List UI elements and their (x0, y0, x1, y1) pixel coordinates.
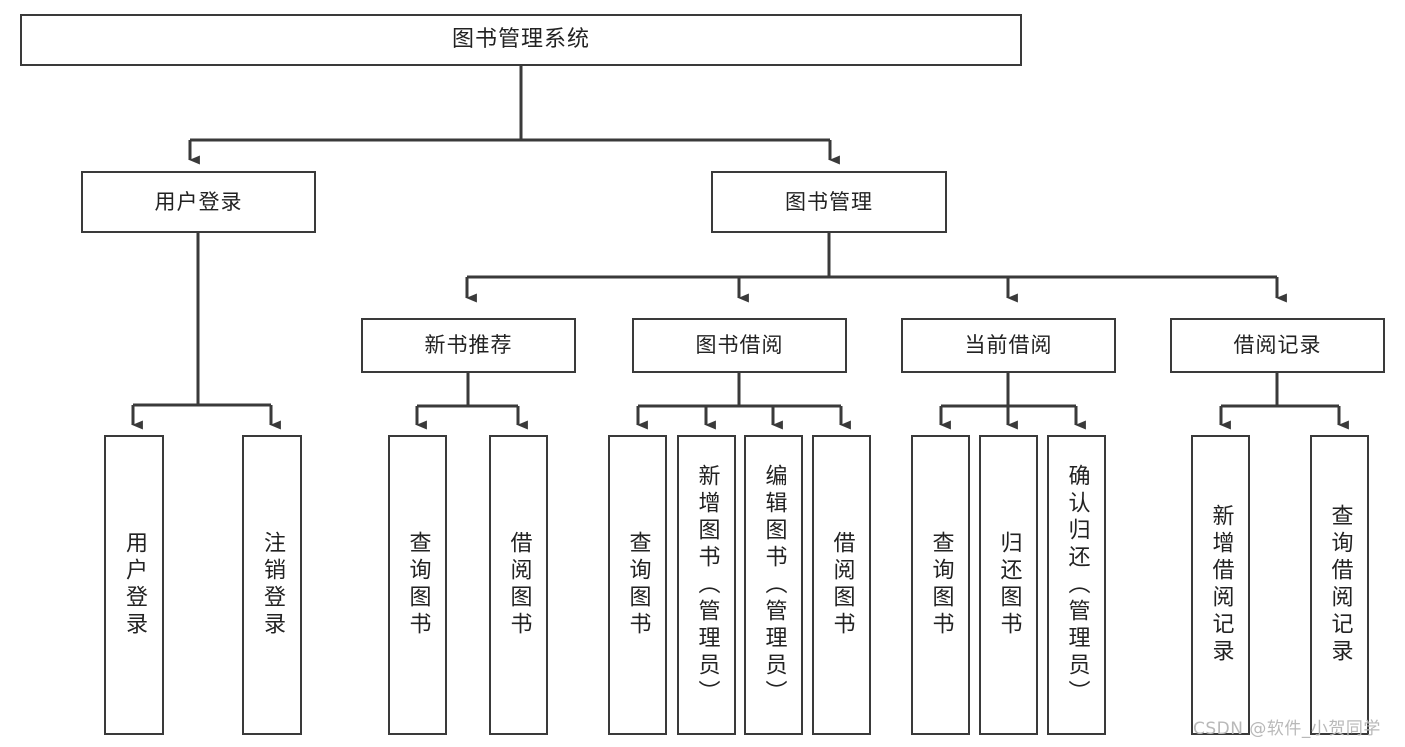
leaf-query-book-borrow[interactable]: 查询图书 (608, 435, 667, 735)
node-label: 借阅图书 (506, 531, 532, 639)
leaf-borrow-book[interactable]: 借阅图书 (812, 435, 871, 735)
node-label: 用户登录 (154, 189, 243, 214)
node-label: 新增图书（管理员） (694, 463, 720, 707)
leaf-query-book-current[interactable]: 查询图书 (911, 435, 970, 735)
node-borrow-record[interactable]: 借阅记录 (1170, 318, 1385, 373)
leaf-user-login[interactable]: 用户登录 (104, 435, 164, 735)
node-current-borrow[interactable]: 当前借阅 (901, 318, 1116, 373)
node-label: 确认归还（管理员） (1064, 463, 1090, 707)
node-label: 借阅记录 (1233, 333, 1322, 358)
node-label: 查询图书 (405, 531, 431, 639)
node-label: 新书推荐 (424, 333, 513, 358)
leaf-user-logout[interactable]: 注销登录 (242, 435, 302, 735)
leaf-borrow-book-recommend[interactable]: 借阅图书 (489, 435, 548, 735)
node-label: 图书管理 (785, 189, 873, 214)
node-user-login[interactable]: 用户登录 (81, 171, 316, 233)
node-label: 编辑图书（管理员） (761, 463, 787, 707)
node-label: 查询图书 (625, 531, 651, 639)
leaf-edit-book[interactable]: 编辑图书（管理员） (744, 435, 803, 735)
node-book-manage[interactable]: 图书管理 (711, 171, 947, 233)
node-label: 查询借阅记录 (1327, 504, 1353, 666)
node-label: 借阅图书 (829, 531, 855, 639)
leaf-query-borrow-record[interactable]: 查询借阅记录 (1310, 435, 1369, 735)
node-book-borrow[interactable]: 图书借阅 (632, 318, 847, 373)
node-label: 新增借阅记录 (1208, 504, 1234, 666)
leaf-confirm-return[interactable]: 确认归还（管理员） (1047, 435, 1106, 735)
node-new-book-recommend[interactable]: 新书推荐 (361, 318, 576, 373)
watermark-text: CSDN @软件_小贺同学 (1193, 719, 1381, 739)
node-label: 查询图书 (928, 531, 954, 639)
leaf-query-book-recommend[interactable]: 查询图书 (388, 435, 447, 735)
node-label: 用户登录 (122, 531, 147, 639)
node-root-system[interactable]: 图书管理系统 (20, 14, 1022, 66)
leaf-add-borrow-record[interactable]: 新增借阅记录 (1191, 435, 1250, 735)
leaf-return-book[interactable]: 归还图书 (979, 435, 1038, 735)
node-label: 注销登录 (260, 531, 285, 639)
node-label: 归还图书 (996, 531, 1022, 639)
node-label: 图书管理系统 (451, 27, 590, 53)
node-label: 当前借阅 (964, 333, 1053, 358)
leaf-add-book[interactable]: 新增图书（管理员） (677, 435, 736, 735)
node-label: 图书借阅 (695, 333, 784, 358)
